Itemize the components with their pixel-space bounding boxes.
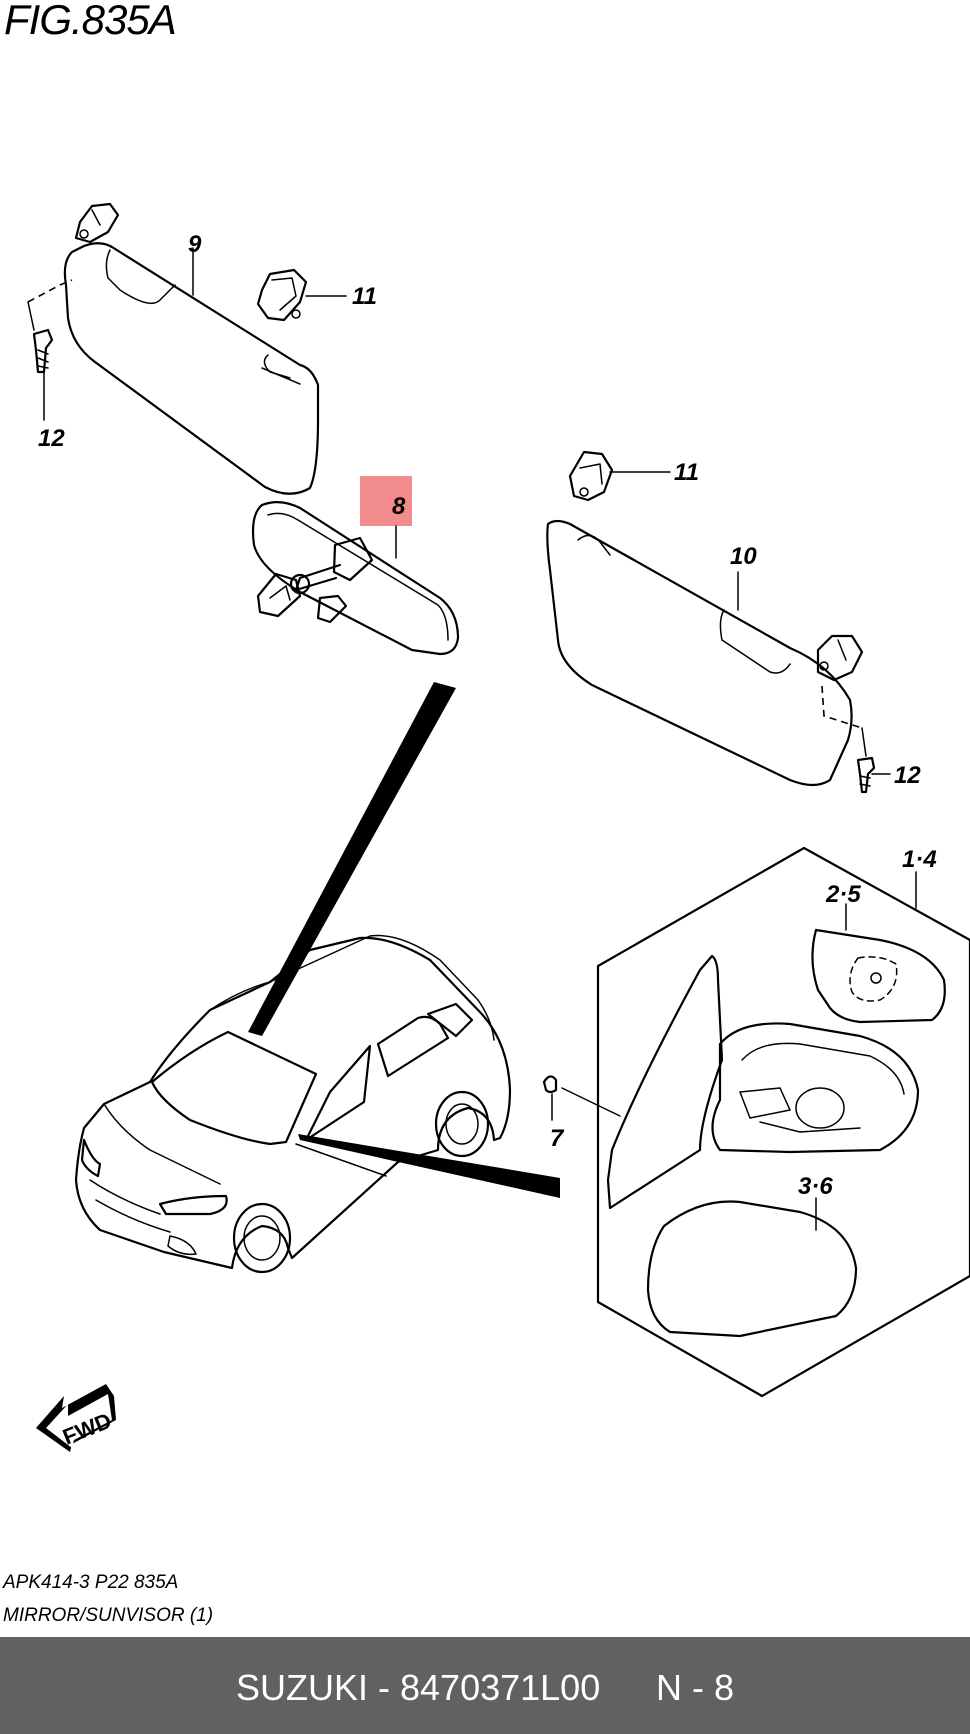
screw-right [821,685,876,794]
callout-inner-mirror: 8 [392,493,406,520]
holder-left [256,268,308,322]
sunvisor-right [546,519,864,787]
callout-mirror-glass: 2·5 [825,881,861,908]
callout-holder-right: 11 [674,459,699,486]
callout-sunvisor-right: 10 [730,543,757,570]
callout-sunvisor-left: 9 [188,231,202,258]
outer-mirror-assembly [596,846,970,1398]
footer-bar: SUZUKI - 8470371L00 N - 8 [0,1637,970,1734]
diagram-description: MIRROR/SUNVISOR (1) [3,1605,214,1626]
sunvisor-left [63,202,320,495]
highlight-box [360,476,412,526]
callout-screw-right: 12 [894,762,921,789]
figure-title: FIG.835A [4,0,177,43]
callout-outer-mirror: 1·4 [902,846,937,873]
callout-cap: 7 [550,1125,565,1152]
inner-mirror [251,501,460,656]
screw-left [27,279,73,421]
fwd-arrow-icon: FWD [36,1384,116,1452]
footer-brand-part-number: SUZUKI - 8470371L00 [236,1667,601,1708]
callout-holder-left: 11 [352,283,377,310]
callout-mirror-cover: 3·6 [798,1173,833,1200]
diagram-code: APK414-3 P22 835A [3,1572,179,1593]
holder-right [568,450,614,502]
footer-page-reference: N - 8 [656,1667,735,1708]
vehicle [74,682,560,1274]
callout-screw-left: 12 [38,425,65,452]
cap-part [542,1075,621,1121]
